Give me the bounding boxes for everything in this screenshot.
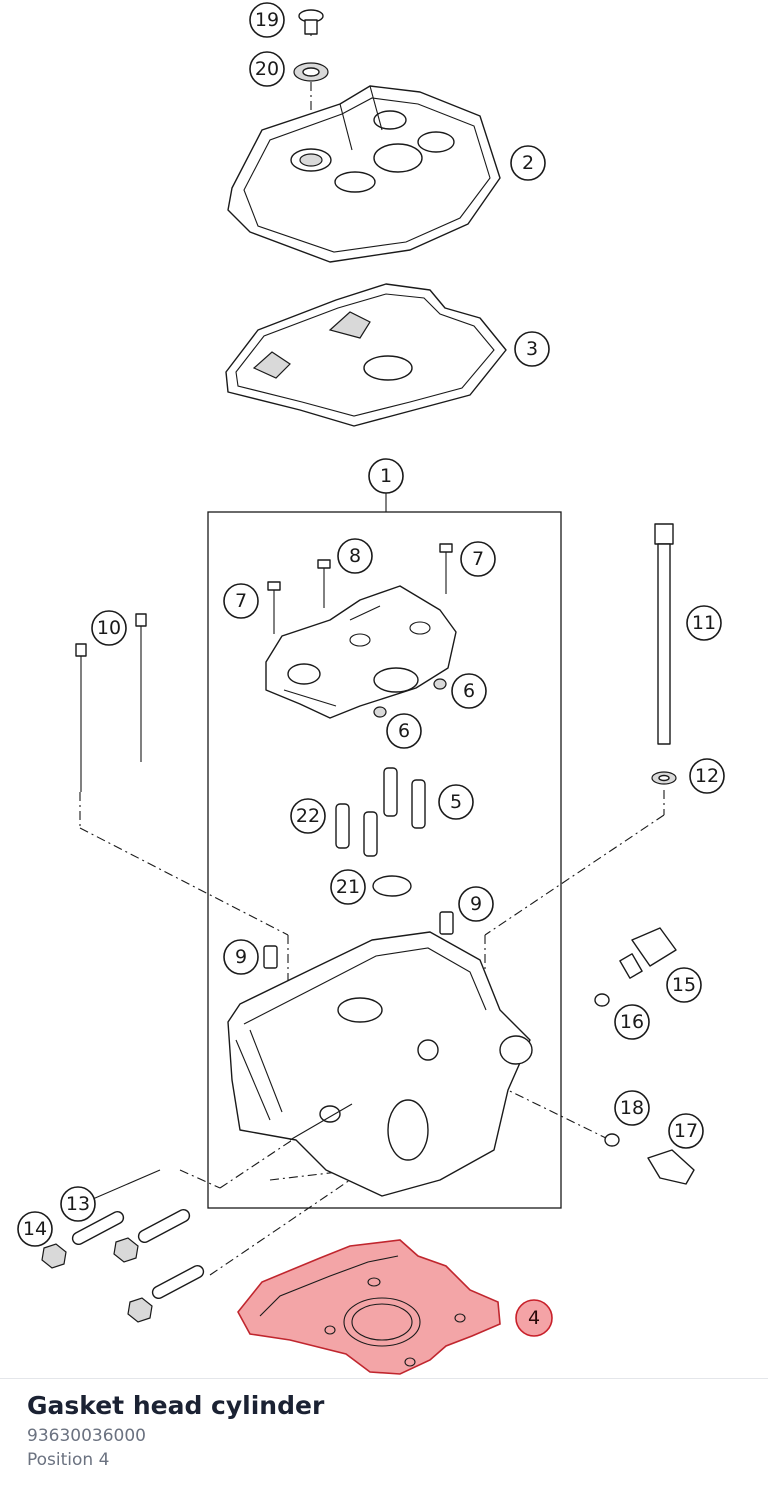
part-9-dowel-left[interactable]: [263, 945, 278, 969]
svg-text:16: 16: [620, 1011, 644, 1033]
svg-text:11: 11: [692, 612, 716, 634]
part-1-group-frame: [207, 511, 562, 1209]
svg-text:8: 8: [349, 545, 361, 567]
svg-text:18: 18: [620, 1097, 644, 1119]
svg-text:22: 22: [296, 805, 320, 827]
svg-text:3: 3: [526, 338, 538, 360]
callout-14[interactable]: 14: [17, 1211, 53, 1247]
part-14-nut-c[interactable]: [127, 1297, 153, 1323]
callout-8[interactable]: 8: [337, 538, 373, 574]
callout-6-upper[interactable]: 6: [451, 673, 487, 709]
part-8-bolt[interactable]: [317, 559, 331, 608]
svg-text:5: 5: [450, 791, 462, 813]
exploded-parts-diagram: 19 20 2 3 1 8 7 7 10 11 6 6 12 5 22 21 9: [17, 2, 725, 1375]
svg-text:4: 4: [528, 1307, 540, 1329]
part-22-valve-guide-a[interactable]: [335, 803, 350, 849]
part-21-o-ring[interactable]: [372, 875, 412, 897]
part-name: Gasket head cylinder: [27, 1391, 325, 1420]
part-10-stud-b[interactable]: [135, 613, 147, 762]
part-15-sensor[interactable]: [619, 927, 677, 979]
part-13-stud-c[interactable]: [150, 1264, 205, 1301]
part-7-bolt-right[interactable]: [439, 543, 453, 594]
part-13-stud-a[interactable]: [70, 1210, 125, 1247]
callout-2[interactable]: 2: [510, 145, 546, 181]
svg-text:6: 6: [463, 680, 475, 702]
callout-11[interactable]: 11: [686, 605, 722, 641]
svg-text:20: 20: [255, 58, 279, 80]
callout-15[interactable]: 15: [666, 967, 702, 1003]
callout-21[interactable]: 21: [330, 869, 366, 905]
svg-text:13: 13: [66, 1193, 90, 1215]
part-14-nut-a[interactable]: [41, 1243, 67, 1269]
camshaft-carrier[interactable]: [265, 585, 457, 719]
callout-19[interactable]: 19: [249, 2, 285, 38]
callout-7-right[interactable]: 7: [460, 541, 496, 577]
part-5-valve-guide-a[interactable]: [383, 767, 398, 817]
svg-text:7: 7: [235, 590, 247, 612]
svg-text:6: 6: [398, 720, 410, 742]
svg-text:9: 9: [235, 946, 247, 968]
callout-22[interactable]: 22: [290, 798, 326, 834]
svg-text:17: 17: [674, 1120, 698, 1142]
svg-text:7: 7: [472, 548, 484, 570]
part-20-seal-ring[interactable]: [293, 62, 329, 82]
part-number: 93630036000: [27, 1426, 146, 1446]
part-2-valve-cover[interactable]: [227, 85, 501, 263]
callout-7-left[interactable]: 7: [223, 583, 259, 619]
svg-text:14: 14: [23, 1218, 47, 1240]
part-10-stud-a[interactable]: [75, 643, 87, 792]
part-11-long-bolt[interactable]: [654, 523, 674, 745]
callout-5[interactable]: 5: [438, 784, 474, 820]
callout-1[interactable]: 1: [368, 458, 404, 494]
callout-13[interactable]: 13: [60, 1186, 96, 1222]
part-6-plug-upper[interactable]: [433, 678, 447, 690]
part-19-screw[interactable]: [298, 9, 324, 35]
part-14-nut-b[interactable]: [113, 1237, 139, 1263]
svg-text:12: 12: [695, 765, 719, 787]
part-17-sensor[interactable]: [647, 1149, 695, 1185]
svg-text:21: 21: [336, 876, 360, 898]
svg-text:15: 15: [672, 974, 696, 996]
callout-18[interactable]: 18: [614, 1090, 650, 1126]
part-3-cover-gasket[interactable]: [225, 283, 507, 427]
part-9-dowel-right[interactable]: [439, 911, 454, 935]
part-6-plug-lower[interactable]: [373, 706, 387, 718]
part-18-seal-ring[interactable]: [604, 1133, 620, 1147]
part-4-gasket-head-cylinder[interactable]: [237, 1239, 501, 1375]
part-22-valve-guide-b[interactable]: [363, 811, 378, 857]
cylinder-head[interactable]: [227, 931, 533, 1197]
svg-text:1: 1: [380, 465, 392, 487]
callout-9-right[interactable]: 9: [458, 886, 494, 922]
callout-20[interactable]: 20: [249, 51, 285, 87]
part-13-stud-b[interactable]: [136, 1208, 191, 1245]
callout-3[interactable]: 3: [514, 331, 550, 367]
part-position: Position 4: [27, 1450, 110, 1470]
callout-9-left[interactable]: 9: [223, 939, 259, 975]
callout-16[interactable]: 16: [614, 1004, 650, 1040]
callout-17[interactable]: 17: [668, 1113, 704, 1149]
part-7-bolt-left[interactable]: [267, 581, 281, 634]
callout-6-lower[interactable]: 6: [386, 713, 422, 749]
svg-text:10: 10: [97, 617, 121, 639]
callout-12[interactable]: 12: [689, 758, 725, 794]
callout-10[interactable]: 10: [91, 610, 127, 646]
part-16-seal-ring[interactable]: [594, 993, 610, 1007]
svg-text:2: 2: [522, 152, 534, 174]
callout-4[interactable]: 4: [515, 1299, 553, 1337]
part-info-panel: Gasket head cylinder 93630036000 Positio…: [0, 1378, 768, 1492]
svg-text:19: 19: [255, 9, 279, 31]
part-5-valve-guide-b[interactable]: [411, 779, 426, 829]
part-12-washer[interactable]: [651, 771, 677, 785]
svg-text:9: 9: [470, 893, 482, 915]
